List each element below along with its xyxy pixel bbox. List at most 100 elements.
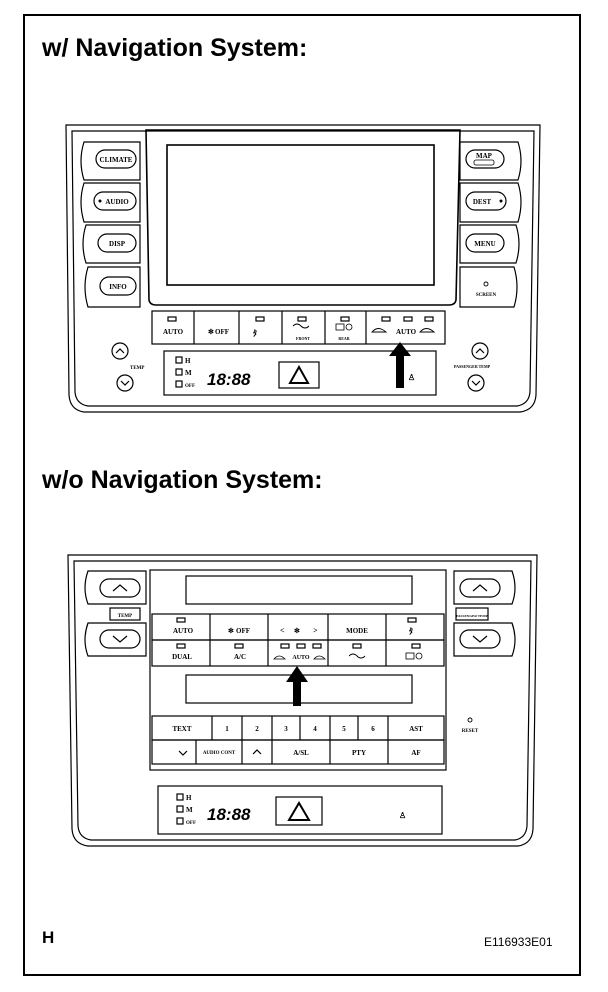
no-nav-pointer-arrow-icon [286,666,308,706]
passenger-seat-icon: ♙ [408,373,415,382]
text-button[interactable]: TEXT [172,725,191,733]
no-nav-panel [67,554,538,847]
no-nav-passenger-up-button[interactable] [459,578,501,598]
no-nav-off-button[interactable]: OFF [236,627,250,635]
map-button-label: MAP [476,152,493,160]
footer-letter: H [42,928,55,947]
heater-off-indicator [175,380,183,388]
no-nav-heater-off-label: OFF [186,821,196,826]
no-nav-fresh-icon [313,655,326,660]
audio-knob-dot-icon [98,199,102,203]
passenger-up-frame [453,570,516,605]
disp-button-label: DISP [109,240,126,248]
fan-speed-up-icon[interactable]: > [313,626,318,635]
preset-2-button[interactable]: 2 [255,725,259,733]
nav-left-button-frame-3 [82,224,141,264]
passenger-temp-up-button[interactable] [471,342,489,360]
dest-button[interactable] [465,191,507,211]
screen-sensor-icon [483,281,489,287]
nav-clock-display: 18:88 [207,370,251,389]
temp-up-frame [84,570,147,605]
info-button[interactable] [99,276,137,296]
pointer-arrow-icon [389,342,411,388]
preset-1-button[interactable]: 1 [225,725,229,733]
no-nav-temp-up-button[interactable] [99,578,141,598]
disp-button[interactable] [97,233,137,253]
passenger-temp-up-chevron-icon [475,348,485,354]
pty-button[interactable]: PTY [352,749,366,757]
no-nav-heater-m-label: M [186,806,193,814]
no-nav-fan-icon: ✻ [228,627,234,635]
fan-speed-down-icon[interactable]: < [280,626,285,635]
preset-3-button[interactable]: 3 [284,725,288,733]
nav-right-button-frame-1 [459,141,522,181]
temp-down-frame [84,622,147,657]
temp-up-button[interactable] [111,342,129,360]
heater-h-indicator [175,356,183,364]
off-button[interactable]: OFF [215,328,229,336]
af-button[interactable]: AF [411,749,420,757]
audio-button-label: AUDIO [105,198,129,206]
no-nav-lower-panel [157,785,443,835]
no-nav-seat-air-icon: ﾀ [409,626,413,636]
preset-5-button[interactable]: 5 [342,725,346,733]
rear-defog-button[interactable]: REAR [338,336,349,341]
no-nav-passenger-down-button[interactable] [459,629,501,649]
menu-button-label: MENU [474,240,495,248]
no-nav-temp-down-button[interactable] [99,629,141,649]
passenger-temp-down-button[interactable] [467,374,485,392]
audio-cont-button[interactable]: AUDIO CONT [203,751,236,756]
asl-button[interactable]: A/SL [293,749,309,757]
upper-display-window [185,575,413,605]
auto-led-indicator [167,316,177,322]
nav-panel-outline [65,124,541,413]
no-nav-rear-defogger-icon [405,652,415,660]
nav-screen-housing [145,129,461,306]
mode-button[interactable]: MODE [346,627,368,635]
reset-button[interactable] [467,717,473,723]
no-nav-passenger-seat-icon: ♙ [399,811,406,820]
no-nav-temp-down-chevron-icon [112,635,128,643]
no-nav-auto-button[interactable]: AUTO [173,627,194,635]
no-nav-panel-outline [67,554,538,847]
climate-button[interactable] [95,149,137,169]
auto-button[interactable]: AUTO [163,328,184,336]
temp-label: TEMP [130,366,144,371]
preset-4-button[interactable]: 4 [313,725,317,733]
no-nav-passenger-down-chevron-icon [472,635,488,643]
air-auto-button[interactable]: AUTO [396,328,417,336]
no-nav-clock-display: 18:88 [207,805,251,824]
nav-left-button-frame-4 [84,266,141,308]
passenger-temp-label-plate [455,607,489,621]
map-button[interactable] [465,149,505,169]
no-nav-hazard-button[interactable] [275,796,323,826]
hazard-button[interactable] [278,361,320,389]
recirc-led-indicator [381,316,391,322]
no-nav-passenger-temp-label: PASSENGER TEMP [456,614,489,618]
title-without-navigation: w/o Navigation System: [42,466,323,494]
ast-button[interactable]: AST [409,725,423,733]
no-nav-mirror-heater-icon [415,652,423,660]
no-nav-hazard-icon [287,801,311,821]
row4-frame [151,739,445,765]
no-nav-air-auto-button[interactable]: AUTO [292,655,310,661]
ac-button[interactable]: A/C [234,653,246,661]
air-auto-led-indicator [403,316,413,322]
fan-icon: ✻ [208,328,214,336]
audio-up-chevron-icon[interactable] [252,749,262,755]
temp-down-button[interactable] [116,374,134,392]
no-nav-center-panel [149,569,447,771]
menu-button[interactable] [465,233,505,253]
preset-6-button[interactable]: 6 [371,725,375,733]
info-button-label: INFO [109,283,127,291]
reset-label: RESET [462,729,479,734]
fresh-led-indicator [424,316,434,322]
audio-button[interactable] [93,191,137,211]
no-nav-front-defogger-icon [348,653,366,659]
front-defog-button[interactable]: FRONT [296,336,310,341]
audio-down-chevron-icon[interactable] [178,750,188,756]
no-nav-heater-h-label: H [186,794,192,802]
fresh-air-icon [419,328,436,333]
dual-button[interactable]: DUAL [172,653,192,661]
